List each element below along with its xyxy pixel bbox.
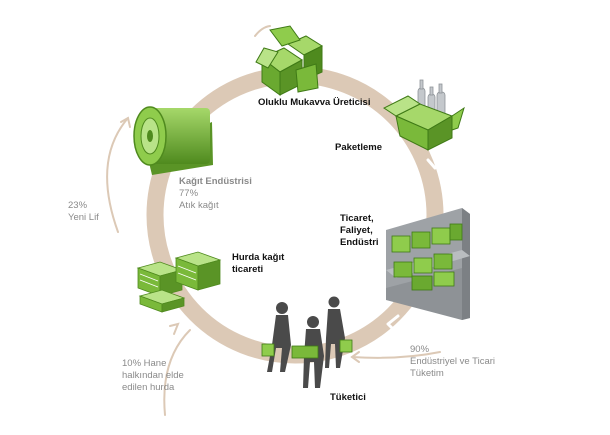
new-fiber-block: 23% Yeni Lif	[68, 200, 99, 224]
top-left-arrow	[254, 25, 271, 37]
household-line3: edilen hurda	[122, 382, 175, 393]
shoppers-icon	[267, 296, 345, 388]
new-fiber-arrow	[106, 117, 129, 233]
paper-industry-sub: Atık kağıt	[179, 200, 219, 211]
bottle-box-icon	[383, 79, 465, 151]
paper-industry-block: Kağıt Endüstrisi 77% Atık kağıt	[179, 176, 252, 212]
household-block: 10% Hane halkından elde edilen hurda	[122, 358, 184, 394]
paper-stacks-icon	[136, 251, 222, 313]
paper-roll-icon	[133, 106, 213, 175]
industrial-line2: Tüketim	[410, 368, 444, 379]
stage-scrap-label: Hurda kağıt ticareti	[232, 252, 285, 275]
stage-corrugated-label: Oluklu Mukavva Üreticisi	[258, 97, 371, 108]
shelf-icon	[386, 208, 470, 320]
industrial-arrow	[351, 351, 441, 359]
industrial-line1: Endüstriyel ve Ticari	[410, 356, 496, 367]
paper-industry-pct: 77%	[179, 188, 199, 199]
cardboard-boxes-icon	[255, 25, 324, 96]
new-fiber-text: Yeni Lif	[68, 212, 99, 223]
new-fiber-pct: 23%	[68, 200, 88, 211]
stage-consumer-label: Tüketici	[330, 392, 366, 403]
household-line2: halkından elde	[122, 370, 184, 381]
industrial-block: 90% Endüstriyel ve Ticari Tüketim	[410, 344, 495, 380]
input-arrows	[106, 25, 441, 416]
industrial-pct: 90%	[410, 344, 430, 355]
stage-retail-label: Ticaret, Faliyet, Endüstri	[340, 213, 379, 248]
stage-packaging-label: Paketleme	[335, 142, 383, 153]
paper-industry-title: Kağıt Endüstrisi	[179, 176, 252, 187]
household-line1: 10% Hane	[122, 358, 167, 369]
household-arrow	[163, 329, 191, 416]
shopping-boxes	[261, 339, 353, 359]
